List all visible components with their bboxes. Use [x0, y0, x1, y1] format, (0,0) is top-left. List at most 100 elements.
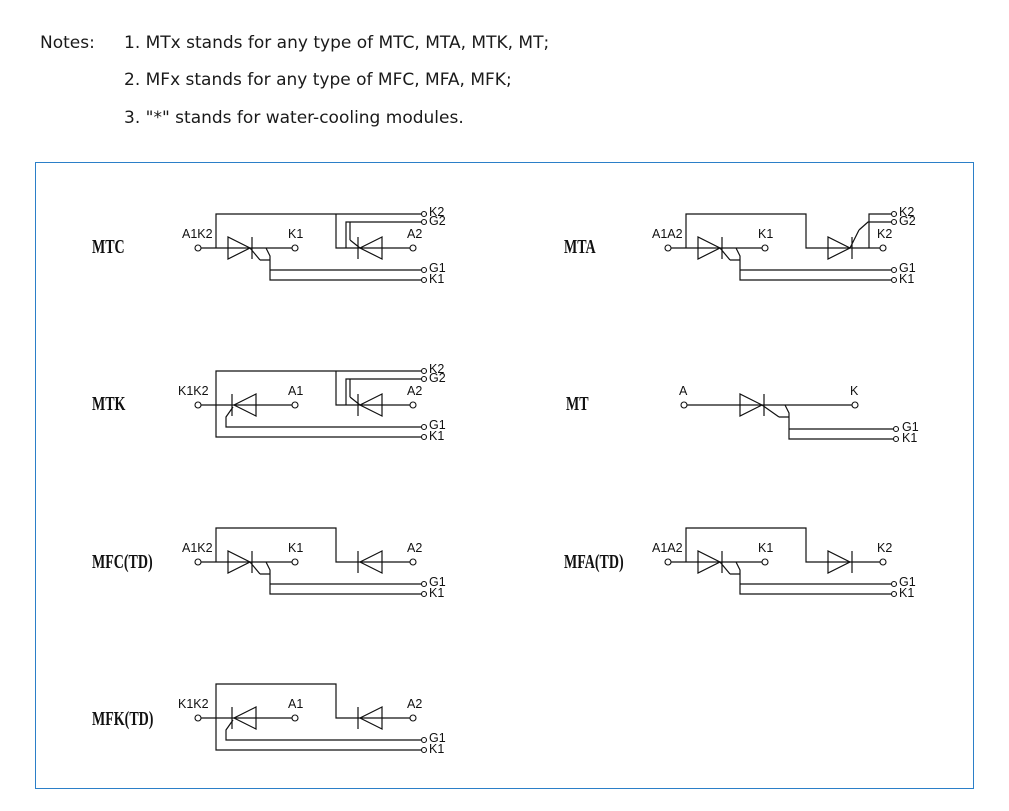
wire: [201, 213, 421, 281]
terminal-dot: [420, 210, 428, 218]
terminal-dot: [420, 736, 428, 744]
thyristor-symbol: [231, 706, 257, 730]
terminal-bot2: K1: [899, 272, 914, 286]
terminal-dot: [890, 210, 898, 218]
module-name-mta: MTA: [564, 236, 596, 258]
diode-symbol: [827, 550, 853, 574]
terminal-dot: [420, 276, 428, 284]
terminal-dot: [851, 401, 859, 409]
terminal-dot: [879, 558, 887, 566]
terminal-bot2: K1: [899, 586, 914, 600]
terminal-dot: [420, 423, 428, 431]
module-name-mtc: MTC: [92, 236, 125, 258]
thyristor-symbol: [227, 550, 261, 575]
terminal-mid: A1: [288, 384, 303, 398]
terminal-dot: [291, 714, 299, 722]
circuit-mtk: K1K2 A1 A2 K2 G2 G1 K1: [178, 362, 446, 443]
module-name-mfa: MFA(TD): [564, 551, 624, 573]
terminal-bot1: G1: [899, 575, 916, 589]
terminal-dot: [194, 714, 202, 722]
note-2: 2. MFx stands for any type of MFC, MFA, …: [124, 70, 512, 90]
diode-symbol: [357, 706, 383, 730]
terminal-dot: [420, 580, 428, 588]
terminal-dot: [409, 244, 417, 252]
terminal-bot2: K1: [429, 429, 444, 443]
terminal-dot: [409, 714, 417, 722]
thyristor-symbol: [349, 222, 383, 260]
terminal-mid: K1: [288, 541, 303, 555]
diode-symbol: [357, 550, 383, 574]
thyristor-symbol: [827, 229, 860, 260]
terminal-left: A1A2: [652, 541, 683, 555]
terminal-top2: G2: [899, 214, 916, 228]
circuit-mfc: A1K2 K1 A2 G1 K1: [182, 527, 446, 600]
circuit-mfa: A1A2 K1 K2 G1 K1: [652, 527, 916, 600]
thyristor-symbol: [349, 379, 383, 417]
terminal-dot: [420, 590, 428, 598]
terminal-right: K2: [877, 541, 892, 555]
terminal-right: A2: [407, 384, 422, 398]
terminal-dot: [890, 580, 898, 588]
terminal-left: A1A2: [652, 227, 683, 241]
terminal-bot2: K1: [429, 586, 444, 600]
thyristor-symbol: [739, 393, 780, 418]
terminal-left: A1K2: [182, 227, 213, 241]
terminal-bot1: G1: [429, 575, 446, 589]
terminal-dot: [420, 375, 428, 383]
note-3: 3. "*" stands for water-cooling modules.: [124, 108, 464, 128]
circuit-mta: A1A2 K1 K2 K2 G2 G1 K1: [652, 205, 916, 286]
wire: [201, 527, 421, 595]
terminal-mid: A1: [288, 697, 303, 711]
terminal-dot: [761, 558, 769, 566]
terminal-bot2: K1: [429, 742, 444, 756]
terminal-dot: [291, 558, 299, 566]
terminal-bot2: K1: [902, 431, 917, 445]
terminal-dot: [291, 401, 299, 409]
terminal-dot: [879, 244, 887, 252]
terminal-dot: [194, 558, 202, 566]
terminal-right: K2: [877, 227, 892, 241]
terminal-left: A1K2: [182, 541, 213, 555]
thyristor-symbol: [697, 236, 731, 261]
terminal-bot1: G1: [902, 420, 919, 434]
terminal-dot: [420, 367, 428, 375]
module-name-mtk: MTK: [92, 393, 126, 415]
terminal-dot: [680, 401, 688, 409]
terminal-top1: K2: [429, 362, 444, 376]
terminal-bot1: G1: [429, 261, 446, 275]
terminal-bot2: K1: [429, 272, 444, 286]
terminal-left: K1K2: [178, 697, 209, 711]
wire: [687, 404, 893, 440]
terminal-dot: [890, 590, 898, 598]
terminal-top2: G2: [429, 371, 446, 385]
terminal-bot1: G1: [429, 731, 446, 745]
terminal-right: K: [850, 384, 859, 398]
terminal-dot: [664, 244, 672, 252]
terminal-mid: K1: [288, 227, 303, 241]
terminal-dot: [409, 401, 417, 409]
note-1: 1. MTx stands for any type of MTC, MTA, …: [124, 33, 550, 53]
terminal-right: A2: [407, 697, 422, 711]
terminal-left: K1K2: [178, 384, 209, 398]
terminal-dot: [664, 558, 672, 566]
wire: [201, 683, 421, 751]
module-name-mt: MT: [566, 393, 589, 415]
thyristor-symbol: [697, 550, 731, 575]
thyristor-symbol: [227, 236, 261, 261]
terminal-mid: K1: [758, 541, 773, 555]
terminal-dot: [892, 425, 900, 433]
circuit-mfk: K1K2 A1 A2 G1 K1: [178, 683, 446, 756]
wire: [201, 370, 421, 438]
terminal-dot: [890, 276, 898, 284]
terminal-dot: [291, 244, 299, 252]
terminal-dot: [892, 435, 900, 443]
terminal-dot: [890, 266, 898, 274]
wire: [671, 213, 891, 281]
terminal-top2: G2: [429, 214, 446, 228]
terminal-dot: [420, 433, 428, 441]
terminal-dot: [409, 558, 417, 566]
terminal-dot: [420, 218, 428, 226]
terminal-dot: [420, 266, 428, 274]
terminal-mid: K1: [758, 227, 773, 241]
terminal-top1: K2: [899, 205, 914, 219]
